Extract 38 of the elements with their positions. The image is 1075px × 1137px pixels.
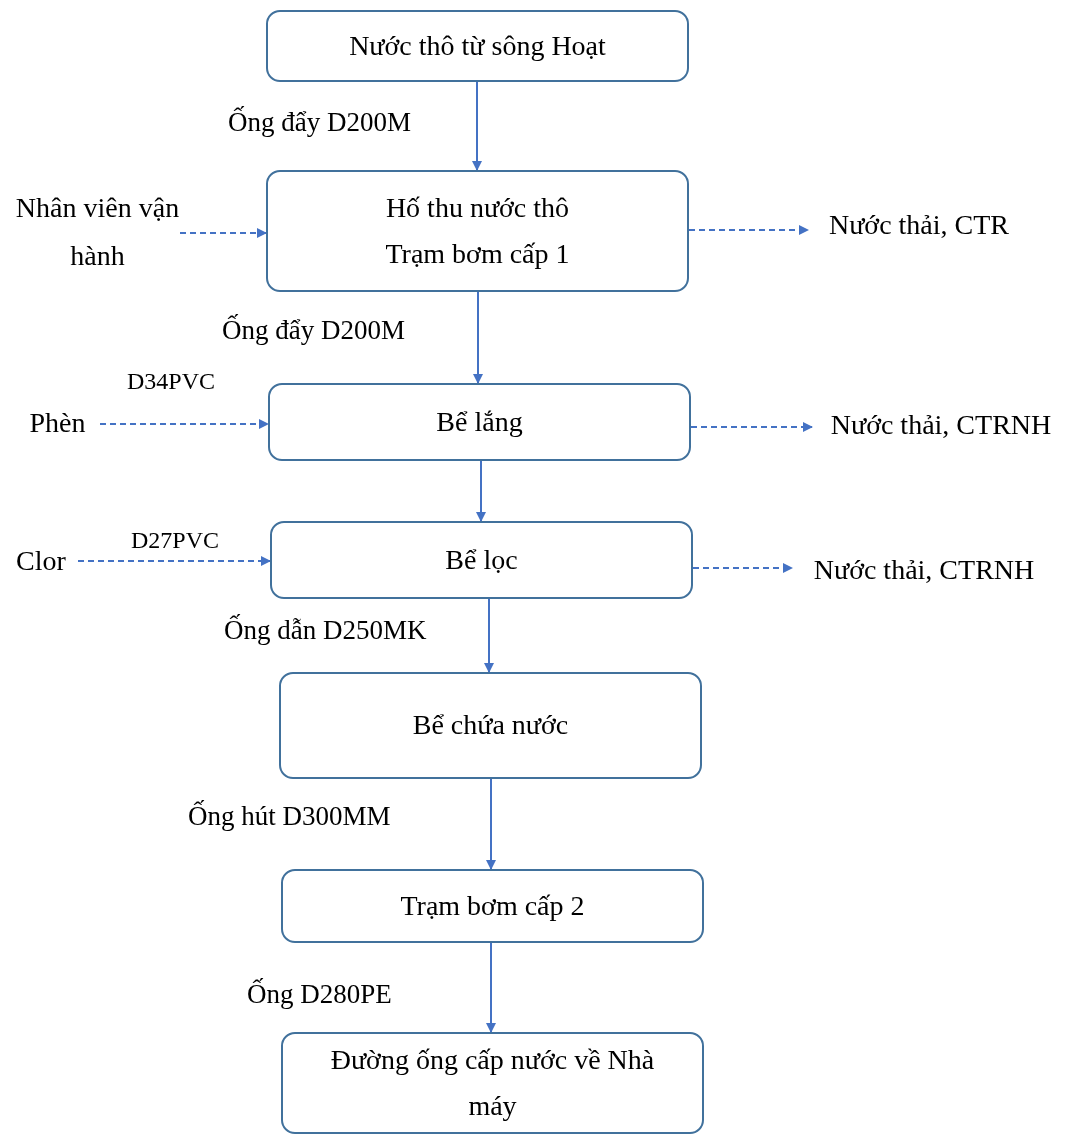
node-label: Đường ống cấp nước về Nhà máy [329,1042,656,1123]
node-label: Bể lọc [445,542,518,577]
node-label: Nước thô từ sông Hoạt [349,28,606,63]
input-output-label: Nước thải, CTRNH [830,408,1052,443]
arrow [472,81,482,171]
dashed-arrow [99,419,269,429]
dashed-arrow [688,225,809,235]
process-box [266,10,689,82]
arrow [473,291,483,384]
edge-label: Ống đẩy D200M [228,108,411,138]
node-label: Trạm bơm cấp 1 [385,237,570,271]
process-box [268,383,691,461]
edge-label: Ống hút D300MM [188,802,391,832]
process-box [281,1032,704,1134]
process-box [266,170,689,292]
dashed-arrow [692,563,793,573]
node-label: Trạm bơm cấp 2 [400,888,585,923]
node-label: Bể chứa nước [412,708,569,743]
node-label: Hố thu nước thô [385,190,570,225]
process-box [281,869,704,943]
arrow [484,598,494,673]
input-output-label: Phèn [29,406,86,441]
dashed-arrow [77,556,271,566]
edge-label: Ống đẩy D200M [222,316,405,346]
edge-label: Ống D280PE [247,980,392,1010]
input-output-label: Nước thải, CTR [828,208,1010,243]
input-output-label: Nước thải, CTRNH [813,553,1035,588]
input-output-label: Nhân viên vận hành [15,191,180,273]
node-label: Bể lắng [436,404,523,439]
arrow [486,942,496,1033]
process-box [279,672,702,779]
edge-label: Ống dẫn D250MK [224,616,427,646]
dashed-arrow [179,228,267,238]
input-output-label: Clor [16,544,66,579]
arrow [486,778,496,870]
process-box [270,521,693,599]
arrow [476,460,486,522]
dashed-arrow [690,422,813,432]
